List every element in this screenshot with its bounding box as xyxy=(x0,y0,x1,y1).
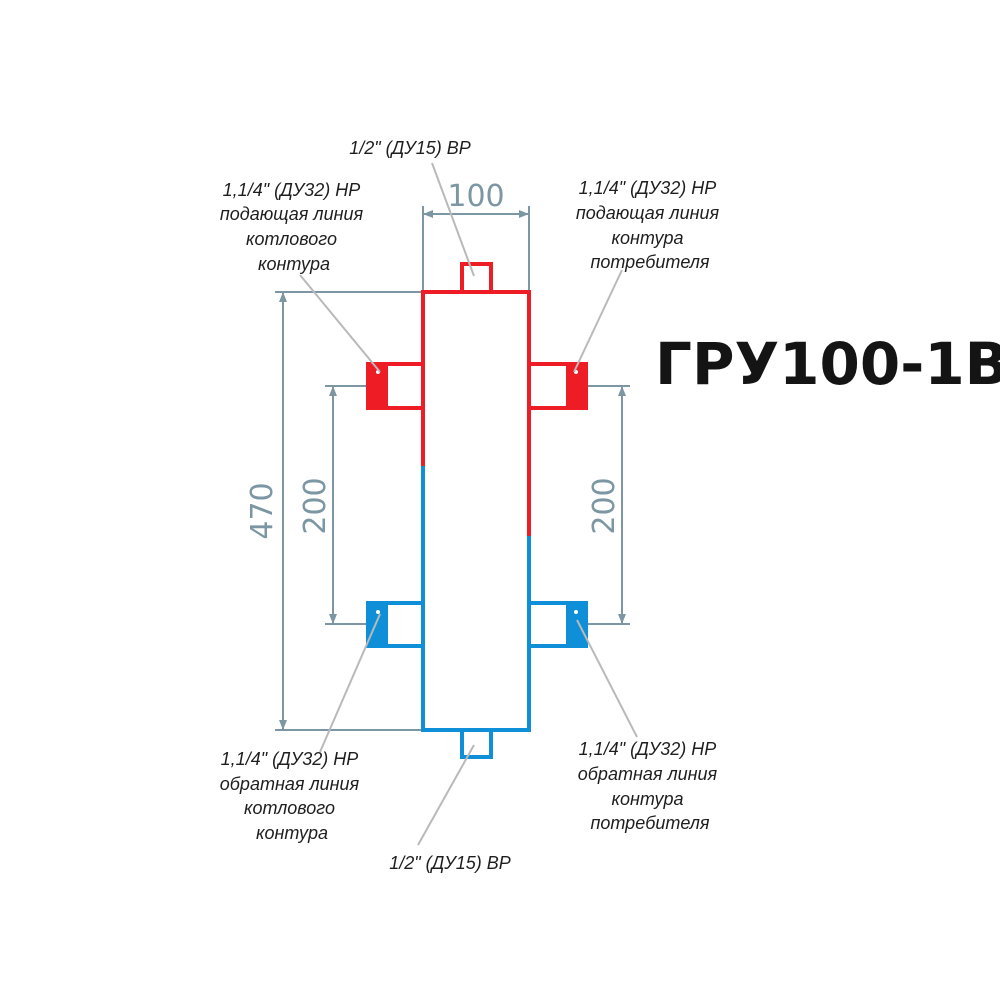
dim-height-470: 470 xyxy=(245,482,280,539)
dim-right-200: 200 xyxy=(587,477,622,534)
top-nozzle xyxy=(460,262,493,294)
model-title: ГРУ100-1В xyxy=(655,330,1000,398)
label-return-consumer: 1,1/4" (ДУ32) НР обратная линия контура … xyxy=(578,739,722,833)
label-bottom-port: 1/2" (ДУ15) ВР xyxy=(389,853,511,873)
separator-body xyxy=(366,262,588,759)
dim-left-200: 200 xyxy=(298,477,333,534)
label-top-port: 1/2" (ДУ15) ВР xyxy=(349,138,471,158)
right-return-thread xyxy=(566,603,586,646)
label-return-boiler: 1,1/4" (ДУ32) НР обратная линия котловог… xyxy=(220,749,364,843)
left-supply-thread xyxy=(368,364,388,408)
dimension-lines xyxy=(275,206,630,731)
dim-width-100: 100 xyxy=(447,179,504,214)
column-supply-outline xyxy=(421,290,531,536)
label-supply-boiler: 1,1/4" (ДУ32) НР подающая линия котловог… xyxy=(220,180,368,274)
right-supply-thread xyxy=(566,364,586,408)
label-supply-consumer: 1,1/4" (ДУ32) НР подающая линия контура … xyxy=(576,178,724,272)
bottom-nozzle xyxy=(460,728,493,759)
leader-lines xyxy=(299,162,638,846)
column-return-outline xyxy=(421,466,531,732)
left-return-thread xyxy=(368,603,388,646)
